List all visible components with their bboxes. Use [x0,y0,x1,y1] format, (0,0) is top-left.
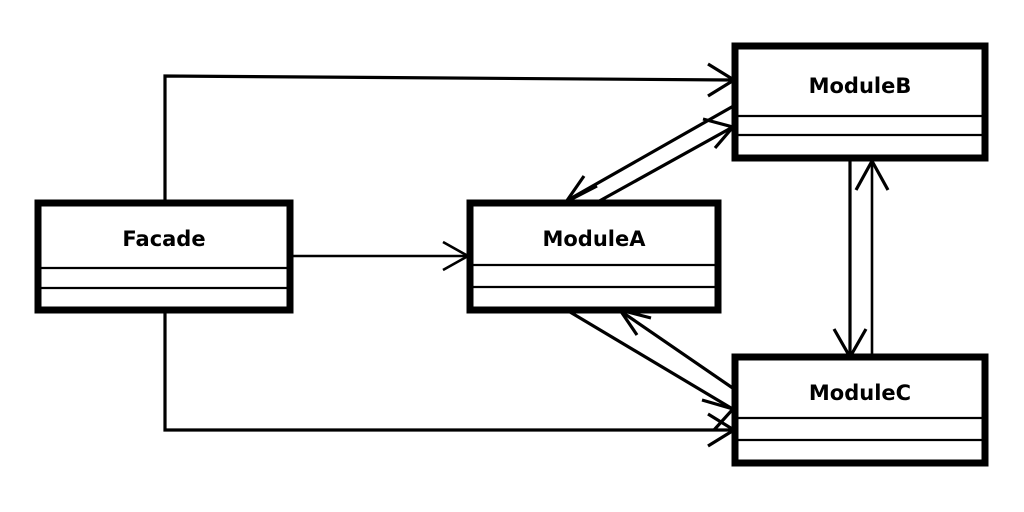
class-box-moduleB[interactable]: ModuleB [731,42,989,162]
edge-moduleA-moduleB[interactable] [564,102,738,206]
edge-moduleC-to-moduleA-line [621,310,738,393]
edge-moduleA-to-moduleC-line [569,310,732,410]
edge-moduleA-moduleC[interactable] [569,307,738,432]
class-box-moduleC-title: ModuleC [809,381,911,405]
class-box-facade-title: Facade [122,227,205,251]
class-box-facade-rect [34,199,294,314]
edge-facade-to-moduleA[interactable] [290,240,471,272]
edge-moduleA-to-moduleB-line [593,126,732,206]
edge-facade-to-moduleC-line [163,310,732,432]
class-box-moduleA-title: ModuleA [542,227,646,251]
edge-facade-to-moduleB[interactable] [163,62,738,203]
class-box-moduleC[interactable]: ModuleC [731,353,989,467]
edge-facade-to-moduleB-line [163,74,733,203]
class-box-moduleB-rect [731,42,989,162]
class-box-moduleB-title: ModuleB [809,74,912,98]
class-box-facade[interactable]: Facade [34,199,294,314]
class-box-moduleA-rect [466,199,722,314]
edge-moduleB-to-moduleA-arrowhead [564,175,598,204]
edge-moduleB-to-moduleA-line [567,102,738,202]
edge-moduleB-moduleC[interactable] [832,157,890,361]
class-box-moduleC-rect [731,353,989,467]
class-box-moduleA[interactable]: ModuleA [466,199,722,314]
